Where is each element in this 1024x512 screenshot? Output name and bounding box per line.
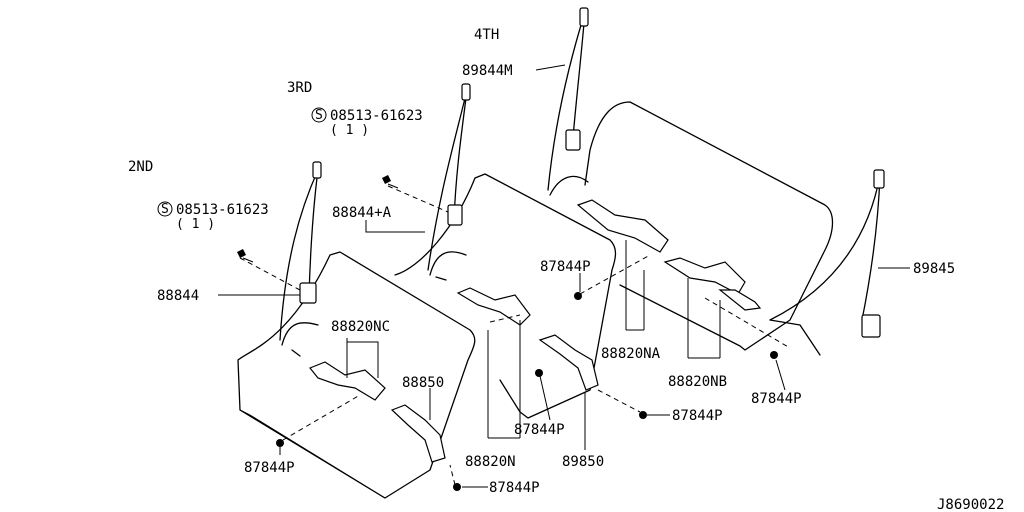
screw-symbol-letter: S <box>161 202 169 217</box>
bolt-icon-3rd <box>382 175 399 189</box>
belt-assembly-right-side <box>769 169 885 356</box>
screw-part-number-2nd: 08513-61623 <box>176 202 269 218</box>
nut-icon-87844p-d <box>453 483 461 491</box>
belt-assembly-3rd-row <box>427 83 471 281</box>
part-label-87844p-b: 87844P <box>514 422 565 438</box>
screw-callout-3rd: S 08513-61623 ( 1 ) <box>311 107 423 138</box>
screw-part-number-3rd: 08513-61623 <box>330 108 423 124</box>
nut-icon-87844p-c <box>276 439 284 447</box>
nut-icon-87844p-f <box>770 351 778 359</box>
part-label-87844p-d: 87844P <box>489 480 540 496</box>
buckle-strap-2nd-left <box>309 361 386 401</box>
part-label-88820na: 88820NA <box>601 346 661 362</box>
diagram-code: J8690022 <box>937 497 1004 512</box>
seat-cushion-2nd-row <box>237 251 476 499</box>
label-4th-row: 4TH <box>474 27 499 43</box>
leader-lines <box>218 64 910 488</box>
screw-symbol-icon <box>157 201 173 217</box>
part-label-88820n: 88820N <box>465 454 516 470</box>
buckle-strap-4th <box>576 199 762 311</box>
bolt-icon-2nd <box>237 249 254 263</box>
buckle-strap-3rd <box>456 287 599 391</box>
part-label-89850: 89850 <box>562 454 604 470</box>
seat-cushion-4th-row <box>584 101 834 351</box>
part-label-87844p-c: 87844P <box>244 460 295 476</box>
seat-cushion-3rd-row <box>394 173 617 419</box>
nut-icon-87844p-b <box>535 369 543 377</box>
screw-callout-2nd: S 08513-61623 ( 1 ) <box>157 201 269 232</box>
dashed-guides <box>239 185 791 486</box>
part-label-87844p-e: 87844P <box>672 408 723 424</box>
buckle-strap-88850 <box>390 404 446 463</box>
belt-assembly-4th-row <box>547 7 589 196</box>
part-label-88844: 88844 <box>157 288 199 304</box>
part-label-88844a: 88844+A <box>332 205 392 221</box>
label-2nd-row: 2ND <box>128 159 153 175</box>
part-label-88850: 88850 <box>402 375 444 391</box>
label-3rd-row: 3RD <box>287 80 312 96</box>
part-label-89844m: 89844M <box>462 63 513 79</box>
screw-symbol-icon <box>311 107 327 123</box>
part-label-89845: 89845 <box>913 261 955 277</box>
part-label-88820nb: 88820NB <box>668 374 727 390</box>
part-label-88820nc: 88820NC <box>331 319 390 335</box>
part-label-87844p-a: 87844P <box>540 259 591 275</box>
screw-qty-3rd: ( 1 ) <box>330 123 369 138</box>
part-label-87844p-f: 87844P <box>751 391 802 407</box>
screw-qty-2nd: ( 1 ) <box>176 217 215 232</box>
screw-symbol-letter: S <box>315 108 323 123</box>
belt-assembly-2nd-row <box>279 161 322 357</box>
nut-icon-87844p-e <box>639 411 647 419</box>
